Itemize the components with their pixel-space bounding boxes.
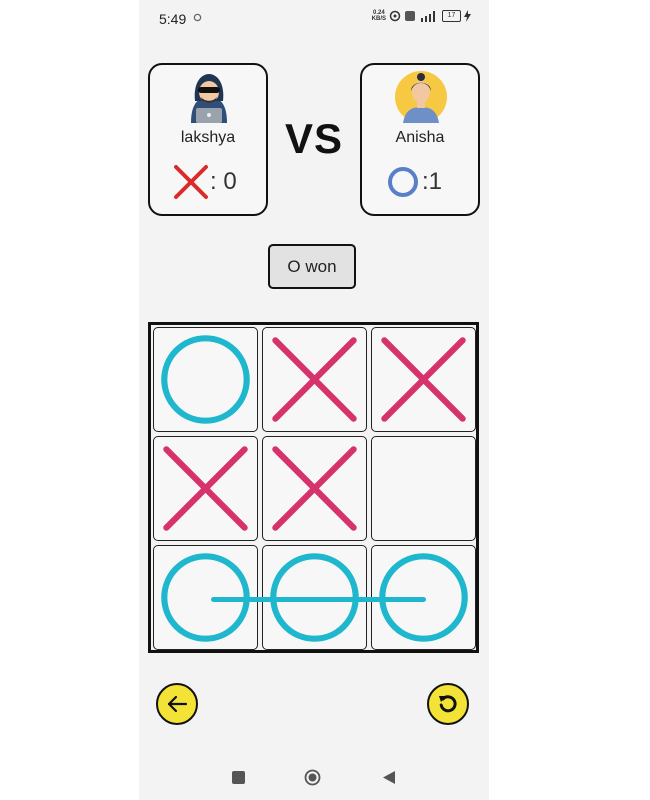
x-mark-icon xyxy=(174,165,208,199)
score-right: :1 xyxy=(422,168,443,195)
board-cell-2-2[interactable] xyxy=(262,436,367,541)
hotspot-icon xyxy=(389,10,401,22)
board-cell-1-3[interactable] xyxy=(371,327,476,432)
board-cell-2-3[interactable] xyxy=(371,436,476,541)
net-speed: 0.24 KB/S xyxy=(372,10,386,22)
o-mark xyxy=(161,335,250,424)
status-icons: 0.24 KB/S 17 xyxy=(372,10,471,22)
score-row-right: :1 xyxy=(384,163,442,201)
winning-line xyxy=(211,597,426,602)
score-left: : 0 xyxy=(210,168,237,195)
player-name-right: Anisha xyxy=(395,129,445,146)
board-cell-2-1[interactable] xyxy=(153,436,258,541)
nav-back-button[interactable] xyxy=(382,770,396,785)
game-status-label: O won xyxy=(268,244,356,289)
recent-apps-button[interactable] xyxy=(232,771,245,784)
vs-label: VS xyxy=(284,115,344,162)
score-row-left: : 0 xyxy=(172,163,237,201)
o-mark-icon xyxy=(388,167,418,197)
x-mark xyxy=(381,337,466,422)
arrow-left-icon xyxy=(167,695,188,713)
player-card-right: Anisha :1 xyxy=(360,63,480,216)
vpn-icon xyxy=(405,11,415,21)
x-mark xyxy=(272,446,357,531)
home-button[interactable] xyxy=(304,769,321,786)
restart-icon xyxy=(439,695,457,713)
x-mark xyxy=(163,446,248,531)
net-speed-value: 0.24 xyxy=(372,10,385,16)
player-card-left: lakshya : 0 xyxy=(148,63,268,216)
player-name-left: lakshya xyxy=(180,129,236,146)
board-cell-1-1[interactable] xyxy=(153,327,258,432)
back-button[interactable] xyxy=(156,683,198,725)
board-cell-1-2[interactable] xyxy=(262,327,367,432)
battery-indicator: 17 xyxy=(442,10,461,22)
app-screen: 5:49 0.24 KB/S 17 xyxy=(139,0,489,800)
game-board xyxy=(148,322,479,653)
restart-button[interactable] xyxy=(427,683,469,725)
hacker-avatar xyxy=(191,74,227,123)
signal-icon xyxy=(421,11,435,22)
x-mark xyxy=(272,337,357,422)
net-speed-unit: KB/S xyxy=(371,16,386,22)
charging-icon xyxy=(464,10,471,22)
woman-avatar xyxy=(395,71,447,123)
sync-icon xyxy=(193,13,202,22)
status-time: 5:49 xyxy=(159,11,187,27)
